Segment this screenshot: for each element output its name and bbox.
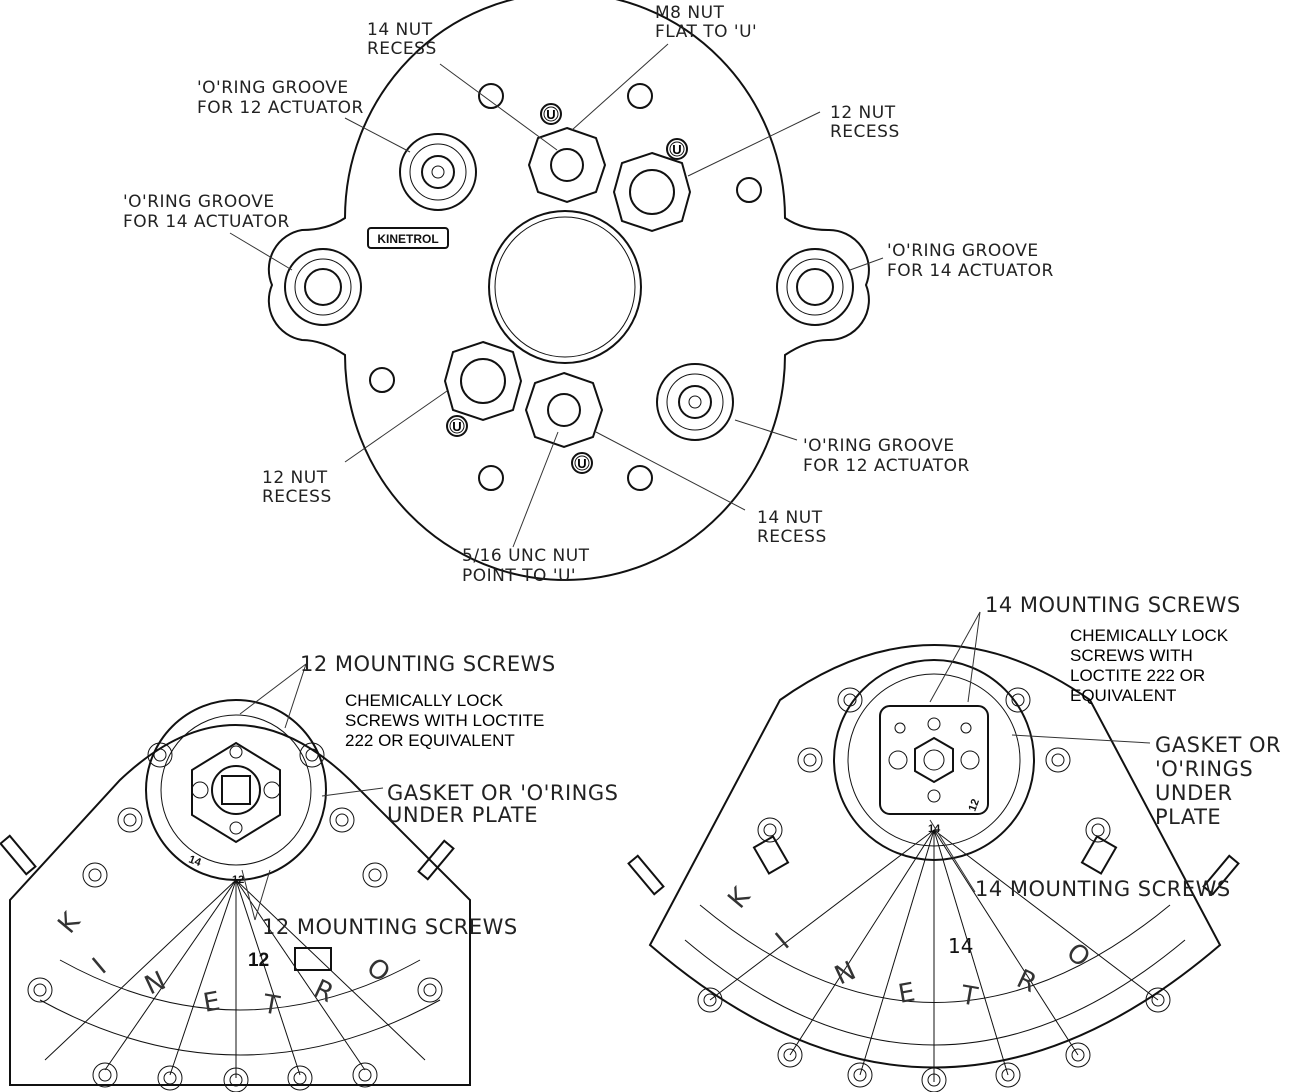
svg-text:R: R xyxy=(309,974,338,1009)
svg-text:14: 14 xyxy=(187,854,203,870)
bolt-hole xyxy=(736,177,762,203)
u-mark-icon: U xyxy=(540,103,562,125)
svg-text:T: T xyxy=(958,980,980,1012)
u-mark-icon: U xyxy=(666,138,688,160)
svg-text:T: T xyxy=(260,989,282,1021)
svg-text:U: U xyxy=(452,419,461,434)
actuator14-leaders xyxy=(929,611,1151,893)
svg-text:K: K xyxy=(722,881,757,914)
svg-text:U: U xyxy=(577,456,586,471)
bolt-hole xyxy=(478,83,504,109)
label-12-bottom-screws: 12 MOUNTING SCREWS xyxy=(262,915,518,939)
kinetrol-logo: KINETROL xyxy=(367,227,449,249)
label-nut14-bottom: 14 NUT xyxy=(757,508,823,528)
actuator-14: 14 12 K I N E T R O 14 xyxy=(627,644,1240,1092)
svg-text:U: U xyxy=(546,107,555,122)
oring-groove-14-right xyxy=(776,248,854,326)
nut-recess-12-right xyxy=(612,151,692,233)
svg-text:R: R xyxy=(1012,964,1041,999)
nut-recess-12-left xyxy=(443,340,523,422)
size-mark-12: 12 xyxy=(248,950,269,971)
nameplate-icon xyxy=(294,947,332,971)
nut-recess-14-top xyxy=(527,126,607,204)
oring-groove-14-left xyxy=(284,248,362,326)
u-mark-icon: U xyxy=(446,415,468,437)
center-bore xyxy=(488,210,642,364)
nut-recess-14-bottom xyxy=(524,371,604,449)
plate-leaders xyxy=(229,43,884,548)
bolt-hole xyxy=(627,465,653,491)
svg-text:K: K xyxy=(52,906,87,939)
label-14-top-screws: 14 MOUNTING SCREWS xyxy=(985,593,1241,617)
svg-text:U: U xyxy=(672,142,681,157)
svg-text:KINETROL: KINETROL xyxy=(377,232,438,246)
svg-text:E: E xyxy=(896,977,917,1009)
actuator-12: 14 12 K I N E T R O 12 xyxy=(0,699,471,1092)
label-12-top-screws: 12 MOUNTING SCREWS xyxy=(300,652,556,676)
oring-groove-12-top xyxy=(399,133,477,211)
label-14-gasket: GASKET OR xyxy=(1155,733,1281,757)
u-mark-icon: U xyxy=(571,452,593,474)
kinetrol-lettering: K I N E T R O xyxy=(722,881,1095,1012)
label-nut14-top-1: 14 NUT xyxy=(367,20,433,40)
label-oring12-bottom: 'O'RING GROOVE xyxy=(803,436,955,456)
label-12-gasket: GASKET OR 'O'RINGS xyxy=(387,781,618,805)
size-mark-14: 14 xyxy=(948,934,973,958)
bolt-hole xyxy=(627,83,653,109)
label-oring12-top: 'O'RING GROOVE xyxy=(197,78,349,98)
svg-text:N: N xyxy=(830,956,860,991)
oring-groove-12-bottom xyxy=(656,363,734,441)
bolt-hole xyxy=(369,367,395,393)
label-12-lock-note: CHEMICALLY LOCK xyxy=(345,691,504,710)
actuator12-leaders xyxy=(239,663,384,921)
label-oring14-left: 'O'RING GROOVE xyxy=(123,192,275,212)
label-oring14-right: 'O'RING GROOVE xyxy=(887,241,1039,261)
label-unc-nut: 5/16 UNC NUT xyxy=(462,546,590,566)
svg-text:12: 12 xyxy=(967,797,982,813)
label-14-bottom-screws: 14 MOUNTING SCREWS xyxy=(975,877,1231,901)
plate-outline xyxy=(267,0,870,581)
svg-text:E: E xyxy=(201,986,222,1018)
label-nut12-right: 12 NUT xyxy=(830,103,896,123)
svg-text:O: O xyxy=(361,952,396,988)
label-14-lock-note: CHEMICALLY LOCK xyxy=(1070,626,1229,645)
svg-text:O: O xyxy=(1061,937,1096,973)
svg-text:12: 12 xyxy=(232,874,244,886)
adapter-plate: U U U U KINETROL xyxy=(267,0,870,581)
bolt-hole xyxy=(478,465,504,491)
svg-text:14: 14 xyxy=(928,823,941,835)
label-m8-nut: M8 NUT xyxy=(655,3,725,23)
label-nut12-left: 12 NUT xyxy=(262,468,328,488)
